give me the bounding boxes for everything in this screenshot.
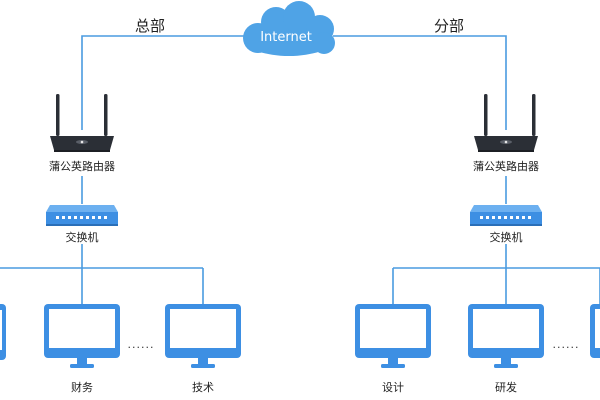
branch-router-label: 蒲公英路由器 bbox=[473, 159, 539, 173]
hq-router: 蒲公英路由器 bbox=[49, 94, 115, 173]
cloud-icon bbox=[243, 1, 335, 56]
wire-internet-hq bbox=[81, 35, 245, 130]
branch-ellipsis: ...... bbox=[553, 338, 580, 351]
branch-switch: 交换机 bbox=[470, 205, 542, 244]
internet-label: Internet bbox=[260, 30, 312, 45]
monitor-icon bbox=[468, 304, 544, 368]
hq-router-label: 蒲公英路由器 bbox=[49, 159, 115, 173]
switch-icon bbox=[470, 205, 542, 226]
hq-switch-label: 交换机 bbox=[66, 230, 99, 244]
switch-icon bbox=[46, 205, 118, 226]
hq-site-label: 总部 bbox=[135, 17, 165, 35]
monitor-icon bbox=[165, 304, 241, 368]
hq-ellipsis: ...... bbox=[128, 338, 155, 351]
hq-switch: 交换机 bbox=[46, 205, 118, 244]
branch-computer-design-label: 设计 bbox=[382, 381, 404, 394]
monitor-icon bbox=[44, 304, 120, 368]
branch-computer-partial bbox=[590, 304, 600, 358]
branch-switch-label: 交换机 bbox=[490, 230, 523, 244]
hq-computer-partial bbox=[0, 304, 6, 360]
branch-router: 蒲公英路由器 bbox=[473, 94, 539, 173]
branch-computer-rnd: 研发 bbox=[468, 304, 544, 394]
wire-internet-branch bbox=[333, 35, 507, 130]
router-icon bbox=[50, 94, 114, 152]
internet-cloud: Internet bbox=[243, 1, 335, 56]
monitor-icon bbox=[355, 304, 431, 368]
monitor-icon bbox=[0, 304, 6, 360]
branch-computer-rnd-label: 研发 bbox=[495, 380, 517, 394]
router-icon bbox=[474, 94, 538, 152]
hq-computer-tech: 技术 bbox=[165, 304, 241, 394]
branch-computer-design: 设计 bbox=[355, 304, 431, 394]
hq-computer-tech-label: 技术 bbox=[192, 381, 214, 394]
hq-computer-finance-label: 财务 bbox=[71, 380, 93, 394]
hq-computer-finance: 财务 bbox=[44, 304, 120, 394]
branch-site-label: 分部 bbox=[434, 17, 464, 35]
monitor-icon bbox=[590, 304, 600, 358]
connection-lines bbox=[0, 35, 600, 304]
